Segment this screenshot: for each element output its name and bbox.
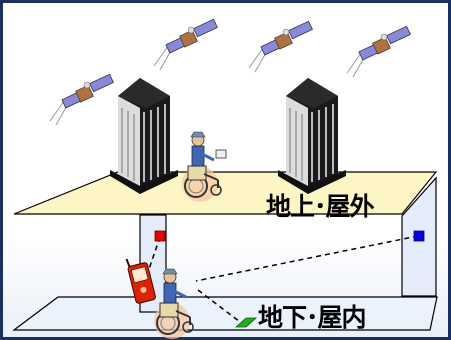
office-building-icon [109, 77, 179, 195]
signal-lines [147, 235, 419, 326]
label-underground-indoor: 地下･屋内 [258, 303, 367, 332]
satellite-icon [153, 18, 218, 71]
wheelchair-user-icon [180, 130, 223, 204]
office-building-icon [277, 77, 347, 195]
satellite-icon [49, 73, 114, 126]
satellite-icon [248, 20, 313, 73]
indoor-beacon-blue [413, 230, 425, 242]
indoor-beacon-red [154, 230, 166, 242]
mobile-phone-icon [125, 258, 156, 304]
label-above-ground-outdoor: 地上･屋外 [266, 192, 375, 221]
satellite-icon [346, 25, 411, 78]
floor-marker [234, 317, 258, 328]
handheld-device-icon [215, 149, 227, 159]
basement-floor [12, 296, 438, 331]
